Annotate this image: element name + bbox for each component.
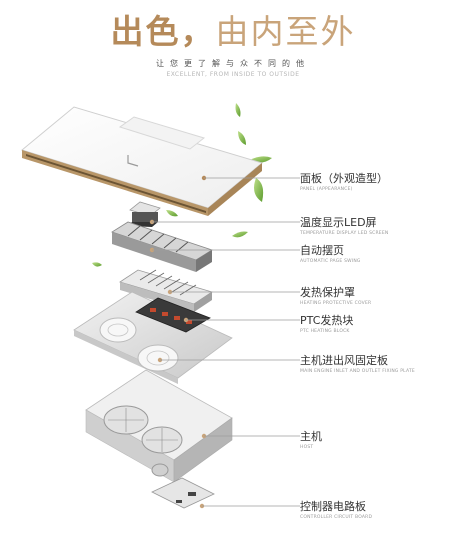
- label-zh: 温度显示LED屏: [300, 216, 377, 229]
- label-en: PANEL (APPEARANCE): [300, 187, 353, 192]
- leaf-icon: [238, 131, 246, 145]
- label-zh: 发热保护罩: [300, 286, 355, 299]
- label-zh: 主机: [300, 430, 322, 443]
- leaf-icon: [92, 262, 102, 267]
- label-zh: 主机进出风固定板: [300, 354, 388, 367]
- label-en: TEMPERATURE DISPLAY LED SCREEN: [300, 231, 389, 236]
- ptc-block-part: [135, 297, 211, 333]
- subtitle-en: EXCELLENT, FROM INSIDE TO OUTSIDE: [166, 71, 300, 78]
- label-zh: PTC发热块: [300, 314, 354, 327]
- label-en: PTC HEATING BLOCK: [300, 329, 350, 334]
- label-zh: 控制器电路板: [300, 500, 366, 513]
- host-part: [85, 369, 233, 483]
- label-en: HOST: [300, 445, 314, 450]
- auto-swing-part: [111, 221, 213, 272]
- leaf-icon: [166, 210, 178, 217]
- leader-lines: [152, 177, 300, 507]
- label-led-screen: 温度显示LED屏 TEMPERATURE DISPLAY LED SCREEN: [300, 216, 388, 237]
- label-fixing-plate: 主机进出风固定板 MAIN ENGINE INLET AND OUTLET FI…: [300, 354, 415, 375]
- label-en: HEATING PROTECTIVE COVER: [300, 301, 372, 306]
- controller-board-part: [151, 477, 215, 509]
- led-screen-part: [128, 201, 161, 227]
- leaf-icon: [232, 231, 248, 238]
- label-en: CONTROLLER CIRCUIT BOARD: [300, 515, 373, 520]
- label-host: 主机 HOST: [300, 430, 322, 451]
- label-ptc-block: PTC发热块 PTC HEATING BLOCK: [300, 314, 353, 335]
- fixing-plate-part: [73, 291, 233, 384]
- label-auto-swing: 自动摆页 AUTOMATIC PAGE SWING: [300, 244, 361, 265]
- label-en: AUTOMATIC PAGE SWING: [300, 259, 361, 264]
- leaf-icon: [254, 178, 264, 202]
- subtitle: 让您更了解与众不同的他: [156, 59, 310, 68]
- label-zh: 自动摆页: [300, 244, 344, 257]
- title-rest: 由内至外: [215, 12, 356, 51]
- panel-part: [20, 106, 264, 216]
- header: 出色，由内至外 让您更了解与众不同的他 EXCELLENT, FROM INSI…: [0, 12, 466, 78]
- page-title: 出色，由内至外: [0, 12, 466, 52]
- label-zh: 面板（外观造型）: [300, 172, 388, 185]
- leaf-icon: [235, 103, 241, 117]
- label-panel: 面板（外观造型） PANEL (APPEARANCE): [300, 172, 388, 193]
- label-controller-board: 控制器电路板 CONTROLLER CIRCUIT BOARD: [300, 500, 372, 521]
- label-protective-cover: 发热保护罩 HEATING PROTECTIVE COVER: [300, 286, 371, 307]
- label-en: MAIN ENGINE INLET AND OUTLET FIXING PLAT…: [300, 369, 415, 374]
- title-main: 出色，: [110, 12, 216, 51]
